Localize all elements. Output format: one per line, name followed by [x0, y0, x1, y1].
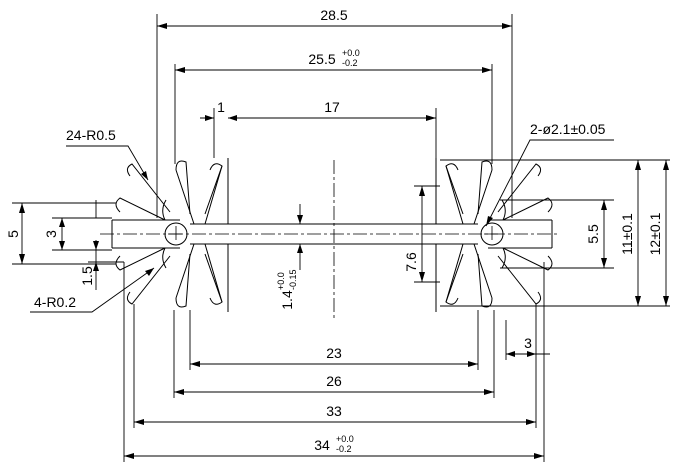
- dim-label-5: 5: [5, 230, 21, 238]
- dim-label-28-5: 28.5: [320, 7, 347, 23]
- label-root-radius: 4-R0.2: [34, 294, 76, 310]
- dimension-lines: [19, 23, 669, 459]
- fin: [497, 163, 542, 213]
- leader-hole: [485, 139, 614, 227]
- fin: [126, 255, 171, 305]
- fin: [445, 163, 464, 215]
- dim-label-3-right: 3: [524, 335, 532, 351]
- dim-label-1-4: 1.4: [279, 290, 295, 310]
- dim-label-34: 34: [314, 437, 330, 453]
- fin-edges: [175, 243, 223, 303]
- dim-label-33: 33: [326, 403, 342, 419]
- dim-label-7-6: 7.6: [403, 252, 419, 272]
- tol-34-upper: +0.0: [336, 434, 354, 444]
- dim-label-1-5: 1.5: [79, 266, 95, 286]
- cavity-walls: [227, 158, 437, 312]
- tol-1-4-upper: +0.0: [276, 272, 286, 290]
- hole-centers: [168, 226, 500, 242]
- leader-fin-radius: [66, 145, 149, 181]
- right-root: [501, 199, 506, 269]
- fin: [175, 160, 191, 215]
- heatsink-profile: [111, 158, 553, 312]
- tol-25-5-upper: +0.0: [342, 48, 360, 58]
- label-hole: 2-ø2.1±0.05: [530, 121, 606, 137]
- dim-label-25-5: 25.5: [308, 51, 335, 67]
- fin: [115, 247, 166, 271]
- tol-25-5-lower: -0.2: [342, 58, 358, 68]
- right-slot: [488, 219, 553, 249]
- dim-label-23: 23: [326, 345, 342, 361]
- fin: [126, 163, 171, 213]
- fin: [204, 253, 223, 305]
- left-root: [162, 199, 167, 269]
- extension-lines: [12, 14, 670, 462]
- fin-edges: [445, 243, 493, 303]
- tol-1-4-lower: -0.15: [288, 269, 298, 290]
- ext: [12, 202, 124, 265]
- dim-label-26: 26: [326, 373, 342, 389]
- fin: [445, 253, 464, 305]
- leader-root-radius: [30, 267, 155, 313]
- fin: [204, 163, 223, 215]
- tol-34-lower: -0.2: [336, 444, 352, 454]
- ext: [414, 159, 670, 307]
- dim-label-1: 1: [217, 99, 225, 115]
- fin-edges: [175, 165, 223, 225]
- dim-label-17: 17: [324, 99, 340, 115]
- fin: [175, 253, 191, 308]
- dim-label-5-5: 5.5: [585, 224, 601, 244]
- dimension-labels: 28.5 25.5 +0.0 -0.2 1 17 24-R0.5 2-ø2.1±…: [5, 7, 663, 454]
- label-fin-radius: 24-R0.5: [66, 127, 116, 143]
- fin: [477, 160, 493, 215]
- fin-edges: [445, 165, 493, 225]
- dim-label-11: 11±0.1: [619, 213, 635, 255]
- dim-label-3-left: 3: [43, 230, 59, 238]
- fin: [115, 197, 166, 221]
- fin: [502, 247, 553, 271]
- fin: [497, 255, 542, 305]
- fin: [502, 197, 553, 221]
- dim-label-12: 12±0.1: [647, 212, 663, 255]
- center-lines: [100, 160, 560, 320]
